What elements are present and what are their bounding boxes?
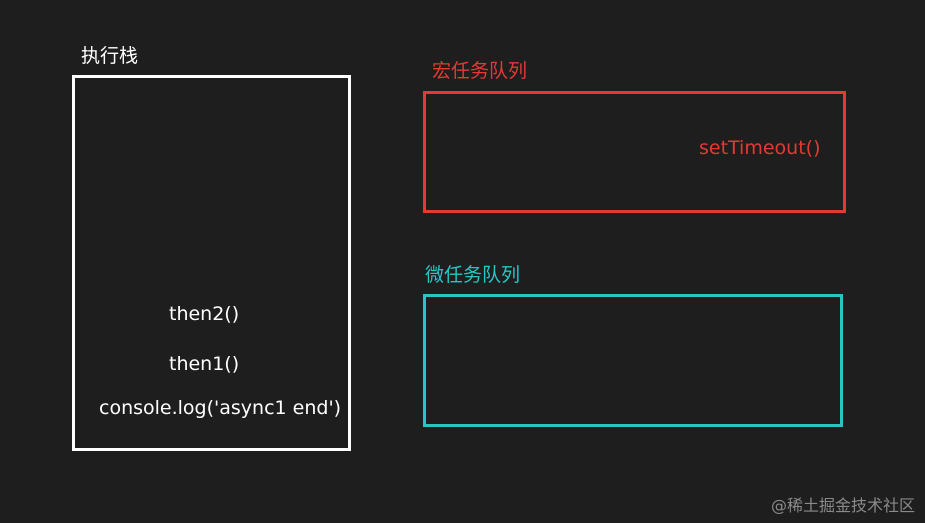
stack-item-then1: then1() [169, 353, 240, 375]
watermark: @稀土掘金技术社区 [770, 496, 915, 515]
execution-stack-box [72, 75, 351, 451]
micro-task-queue-title: 微任务队列 [425, 264, 521, 286]
stack-item-console-log: console.log('async1 end') [99, 397, 342, 419]
micro-task-queue-box [423, 294, 843, 427]
macro-task-queue-box [423, 91, 846, 213]
stack-item-then2: then2() [169, 303, 240, 325]
macro-item-settimeout: setTimeout() [699, 137, 821, 159]
macro-task-queue-title: 宏任务队列 [432, 60, 528, 82]
execution-stack-title: 执行栈 [81, 45, 139, 67]
